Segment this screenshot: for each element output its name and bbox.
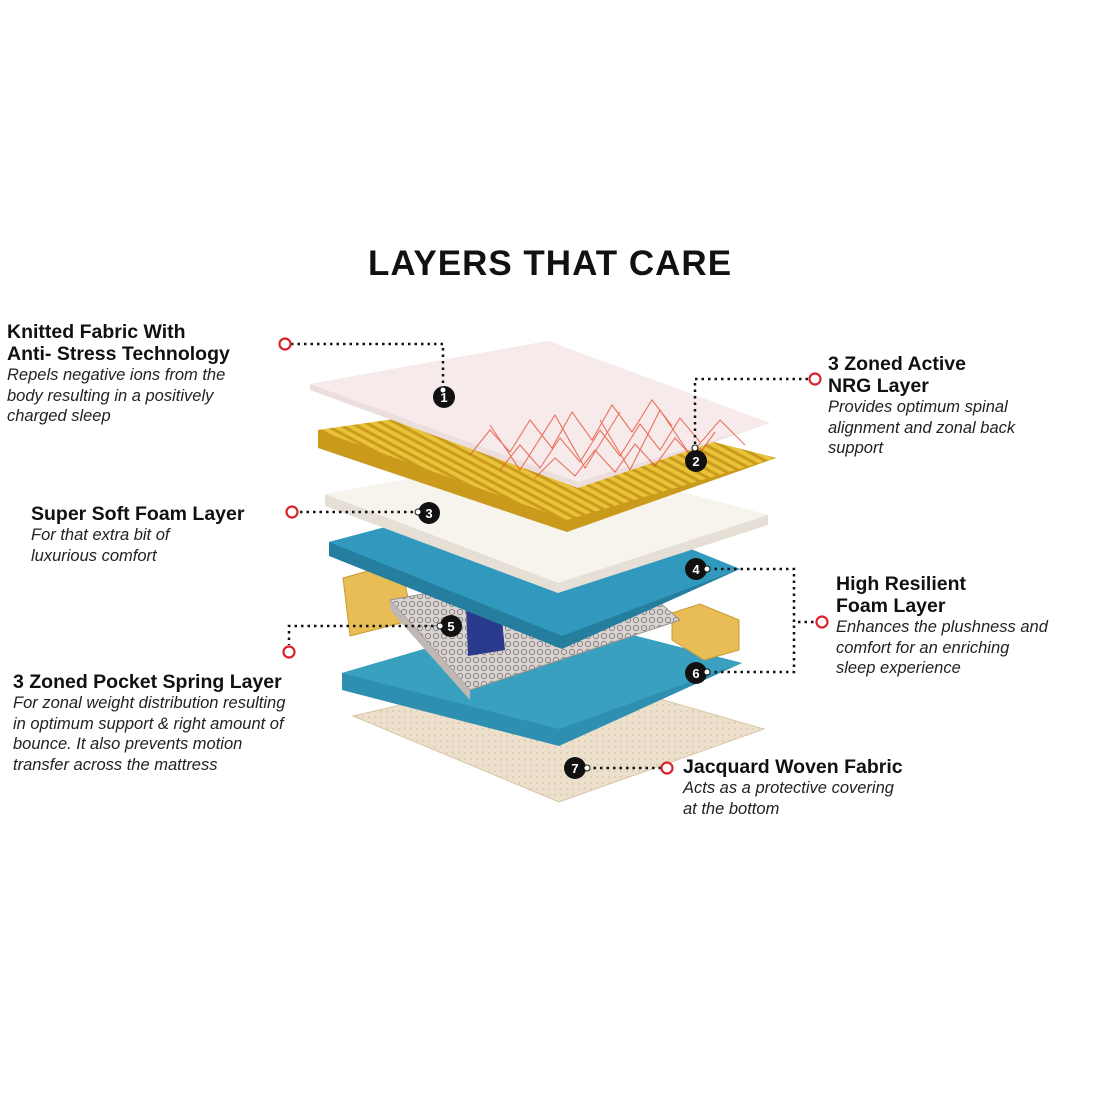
label-heading-2: 3 Zoned Active NRG Layer bbox=[828, 353, 966, 397]
label-description-3: For that extra bit of luxurious comfort bbox=[31, 526, 170, 565]
label-description-7: Acts as a protective covering at the bot… bbox=[683, 779, 894, 818]
label-layer-3: Super Soft Foam Layer For that extra bit… bbox=[31, 503, 291, 566]
marker-rings bbox=[278, 337, 829, 775]
page-title: LAYERS THAT CARE bbox=[367, 244, 733, 283]
badge-1: 1 bbox=[433, 386, 455, 408]
badge-2: 2 bbox=[685, 450, 707, 472]
leader-line-1 bbox=[291, 342, 445, 392]
label-heading-4: High Resilient Foam Layer bbox=[836, 573, 967, 617]
svg-text:2: 2 bbox=[692, 454, 699, 469]
marker-ring-1 bbox=[278, 337, 292, 351]
label-heading-5: 3 Zoned Pocket Spring Layer bbox=[13, 671, 282, 693]
connector-dots bbox=[414, 386, 711, 772]
label-description-1: Repels negative ions from the body resul… bbox=[7, 366, 226, 425]
label-layer-5: 3 Zoned Pocket Spring Layer For zonal we… bbox=[13, 671, 373, 775]
layer-knitted-fabric bbox=[310, 341, 770, 488]
svg-text:4: 4 bbox=[692, 562, 700, 577]
label-heading-1: Knitted Fabric With Anti- Stress Technol… bbox=[7, 321, 230, 365]
label-heading-3: Super Soft Foam Layer bbox=[31, 503, 245, 525]
marker-ring-7 bbox=[660, 761, 674, 775]
marker-ring-2 bbox=[808, 372, 822, 386]
label-description-5: For zonal weight distribution resulting … bbox=[13, 694, 286, 774]
svg-text:3: 3 bbox=[425, 506, 432, 521]
badge-3: 3 bbox=[418, 502, 440, 524]
label-layer-1: Knitted Fabric With Anti- Stress Technol… bbox=[7, 321, 297, 427]
leader-line-4 bbox=[708, 567, 816, 624]
marker-ring-3 bbox=[285, 505, 299, 519]
marker-ring-5 bbox=[282, 645, 296, 659]
label-heading-7: Jacquard Woven Fabric bbox=[683, 756, 903, 778]
leader-line-2 bbox=[693, 377, 808, 446]
svg-text:1: 1 bbox=[440, 390, 447, 405]
badge-7: 7 bbox=[564, 757, 586, 779]
badge-5: 5 bbox=[440, 615, 462, 637]
svg-text:7: 7 bbox=[571, 761, 578, 776]
label-description-2: Provides optimum spinal alignment and zo… bbox=[828, 398, 1016, 457]
label-layer-2: 3 Zoned Active NRG Layer Provides optimu… bbox=[828, 353, 1093, 459]
label-layer-4: High Resilient Foam Layer Enhances the p… bbox=[836, 573, 1098, 679]
label-description-4: Enhances the plushness and comfort for a… bbox=[836, 618, 1048, 677]
svg-text:5: 5 bbox=[447, 619, 454, 634]
leader-lines bbox=[287, 342, 816, 770]
leader-line-6 bbox=[708, 622, 796, 674]
badge-6: 6 bbox=[685, 662, 707, 684]
number-badges: 1 2 3 4 5 6 7 bbox=[418, 386, 707, 779]
badge-4: 4 bbox=[685, 558, 707, 580]
marker-ring-4 bbox=[815, 615, 829, 629]
label-layer-7: Jacquard Woven Fabric Acts as a protecti… bbox=[683, 756, 963, 819]
svg-text:6: 6 bbox=[692, 666, 699, 681]
leader-line-5 bbox=[287, 624, 440, 645]
